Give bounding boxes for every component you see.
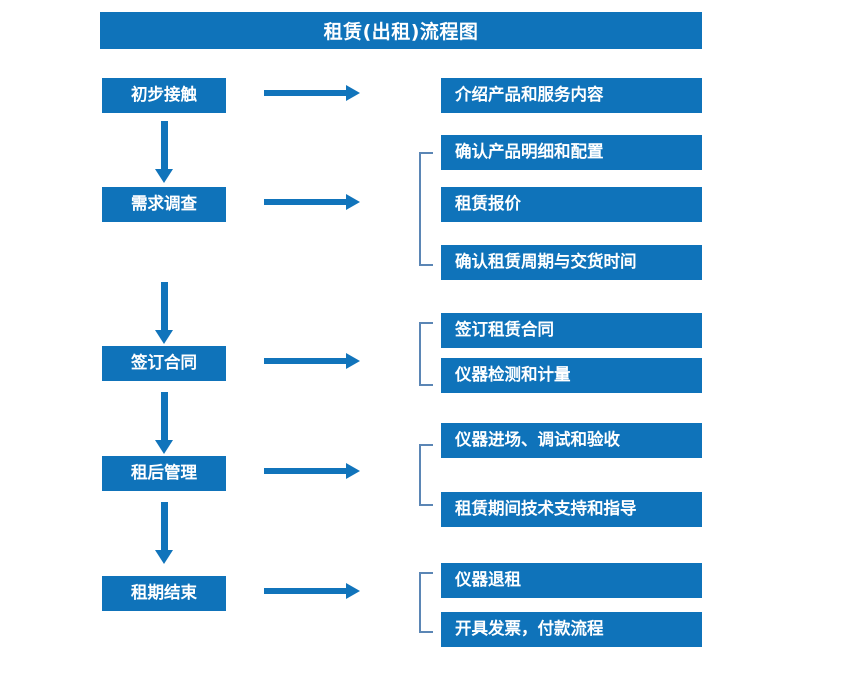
- stage-box-sign-contract[interactable]: 签订合同: [102, 346, 226, 381]
- stage-box-post-rental-management[interactable]: 租后管理: [102, 456, 226, 491]
- arrow-shaft: [264, 90, 348, 96]
- arrow-down-stage-4-to-5: [155, 502, 173, 564]
- arrow-shaft: [264, 199, 348, 205]
- detail-box-sign-lease-contract[interactable]: 签订租赁合同: [441, 313, 702, 348]
- stage-box-initial-contact[interactable]: 初步接触: [102, 78, 226, 113]
- arrow-shaft: [161, 392, 168, 441]
- detail-box-confirm-period-delivery[interactable]: 确认租赁周期与交货时间: [441, 245, 702, 280]
- stage-box-lease-end[interactable]: 租期结束: [102, 576, 226, 611]
- stage-box-needs-survey[interactable]: 需求调查: [102, 187, 226, 222]
- arrow-right-stage-3: [264, 352, 364, 370]
- arrow-shaft: [264, 358, 348, 364]
- arrow-head: [155, 550, 173, 564]
- arrow-down-stage-1-to-2: [155, 121, 173, 183]
- page-title: 租赁(出租)流程图: [100, 12, 702, 49]
- detail-box-instrument-return[interactable]: 仪器退租: [441, 563, 702, 598]
- detail-box-instrument-inspection[interactable]: 仪器检测和计量: [441, 358, 702, 393]
- arrow-head: [155, 330, 173, 344]
- arrow-head: [346, 463, 360, 479]
- arrow-down-stage-3-to-4: [155, 392, 173, 454]
- bracket-stage-2: [419, 152, 433, 266]
- arrow-shaft: [264, 468, 348, 474]
- arrow-head: [346, 353, 360, 369]
- bracket-stage-3: [419, 322, 433, 386]
- arrow-shaft: [161, 282, 168, 331]
- detail-box-technical-support[interactable]: 租赁期间技术支持和指导: [441, 492, 702, 527]
- arrow-shaft: [264, 588, 348, 594]
- arrow-down-stage-2-to-3: [155, 282, 173, 344]
- arrow-right-stage-2: [264, 193, 364, 211]
- arrow-shaft: [161, 502, 168, 551]
- arrow-head: [155, 169, 173, 183]
- bracket-stage-4: [419, 444, 433, 506]
- detail-box-invoice-payment[interactable]: 开具发票，付款流程: [441, 612, 702, 647]
- arrow-head: [346, 194, 360, 210]
- arrow-right-stage-5: [264, 582, 364, 600]
- arrow-right-stage-4: [264, 462, 364, 480]
- arrow-shaft: [161, 121, 168, 170]
- arrow-head: [155, 440, 173, 454]
- detail-box-confirm-product-spec[interactable]: 确认产品明细和配置: [441, 135, 702, 170]
- bracket-stage-5: [419, 572, 433, 633]
- detail-box-introduce-products[interactable]: 介绍产品和服务内容: [441, 78, 702, 113]
- detail-box-instrument-entry-commissioning[interactable]: 仪器进场、调试和验收: [441, 423, 702, 458]
- arrow-head: [346, 583, 360, 599]
- arrow-right-stage-1: [264, 84, 364, 102]
- arrow-head: [346, 85, 360, 101]
- detail-box-rental-quote[interactable]: 租赁报价: [441, 187, 702, 222]
